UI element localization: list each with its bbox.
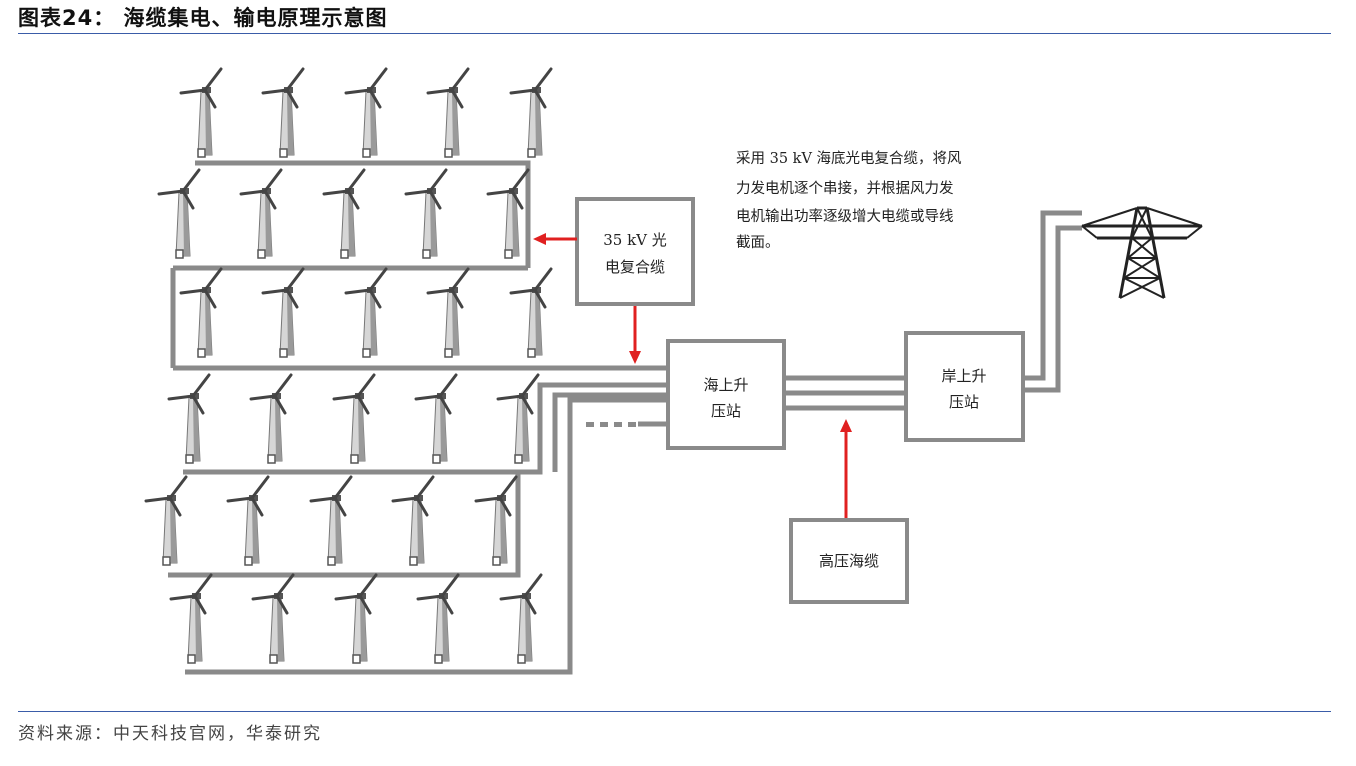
onshore-station-label-line2: 压站 bbox=[949, 393, 979, 411]
wind-turbine-icon bbox=[157, 168, 201, 260]
wind-turbine-icon bbox=[179, 67, 223, 159]
wind-turbine-icon bbox=[332, 373, 376, 465]
top-divider bbox=[18, 33, 1331, 34]
page-title: 图表24： 海缆集电、输电原理示意图 bbox=[18, 6, 388, 30]
wind-turbine-icon bbox=[249, 373, 293, 465]
bottom-divider bbox=[18, 711, 1331, 712]
wind-turbine-icon bbox=[322, 168, 366, 260]
arrow-left-to-turbines bbox=[533, 233, 546, 245]
cable-35kv-label-line1: 35 kV 光 bbox=[603, 231, 667, 249]
wind-turbine-icon bbox=[509, 67, 553, 159]
description-text: 采用 35 kV 海底光电复合缆，将风 力发电机逐个串接，并根据风力发 电机输出… bbox=[736, 149, 962, 251]
cable-35kv-label-line2: 电复合缆 bbox=[605, 258, 665, 276]
wind-turbine-icon bbox=[391, 475, 435, 567]
wind-turbine-icon bbox=[474, 475, 518, 567]
wind-turbine-icon bbox=[344, 67, 388, 159]
cable-35kv-box: 35 kV 光 电复合缆 bbox=[575, 197, 695, 306]
offshore-station-label-line1: 海上升 bbox=[703, 376, 748, 394]
wind-turbine-icon bbox=[486, 168, 530, 260]
hv-cable-label: 高压海缆 bbox=[819, 552, 879, 570]
more-strings-dashes bbox=[586, 421, 668, 427]
source-note: 资料来源：中天科技官网，华泰研究 bbox=[18, 724, 322, 744]
wind-turbine-icon bbox=[261, 267, 305, 359]
wind-turbine-icon bbox=[144, 475, 188, 567]
offshore-station-label-line2: 压站 bbox=[711, 402, 741, 420]
wind-turbine-icon bbox=[334, 573, 378, 665]
collector-cables bbox=[168, 160, 1082, 675]
svg-text:电机输出功率逐级增大电缆或导线: 电机输出功率逐级增大电缆或导线 bbox=[736, 208, 954, 225]
wind-turbine-icon bbox=[261, 67, 305, 159]
svg-text:采用 35 kV 海底光电复合缆，将风: 采用 35 kV 海底光电复合缆，将风 bbox=[736, 149, 962, 167]
wind-turbine-icon bbox=[239, 168, 283, 260]
svg-text:截面。: 截面。 bbox=[736, 234, 780, 251]
wind-turbine-icon bbox=[251, 573, 295, 665]
wind-turbine-icon bbox=[499, 573, 543, 665]
wind-turbine-icon bbox=[416, 573, 460, 665]
arrow-down-to-cable bbox=[629, 351, 641, 364]
wind-turbine-icon bbox=[426, 67, 470, 159]
wind-turbine-icon bbox=[167, 373, 211, 465]
wind-turbine-icon bbox=[496, 373, 540, 465]
arrow-up-to-hv-cable bbox=[840, 419, 852, 432]
wind-turbine-icon bbox=[414, 373, 458, 465]
wind-turbine-icon bbox=[404, 168, 448, 260]
offshore-substation-box: 海上升 压站 bbox=[666, 339, 786, 450]
hv-cable-box: 高压海缆 bbox=[789, 518, 909, 604]
transmission-tower-icon bbox=[1080, 206, 1204, 300]
onshore-station-label-line1: 岸上升 bbox=[941, 367, 986, 385]
wind-turbine-icon bbox=[344, 267, 388, 359]
red-arrows bbox=[533, 233, 852, 518]
wind-turbine-icon bbox=[226, 475, 270, 567]
wind-turbine-icon bbox=[179, 267, 223, 359]
svg-text:力发电机逐个串接，并根据风力发: 力发电机逐个串接，并根据风力发 bbox=[736, 180, 954, 197]
wind-turbine-icon bbox=[309, 475, 353, 567]
collection-transmission-diagram: 35 kV 光 电复合缆 海上升 压站 岸上升 压站 高压海缆 采用 35 kV… bbox=[144, 67, 1204, 675]
wind-turbine-icon bbox=[426, 267, 470, 359]
wind-turbine-icon bbox=[509, 267, 553, 359]
onshore-substation-box: 岸上升 压站 bbox=[904, 331, 1025, 442]
wind-turbine-icon bbox=[169, 573, 213, 665]
